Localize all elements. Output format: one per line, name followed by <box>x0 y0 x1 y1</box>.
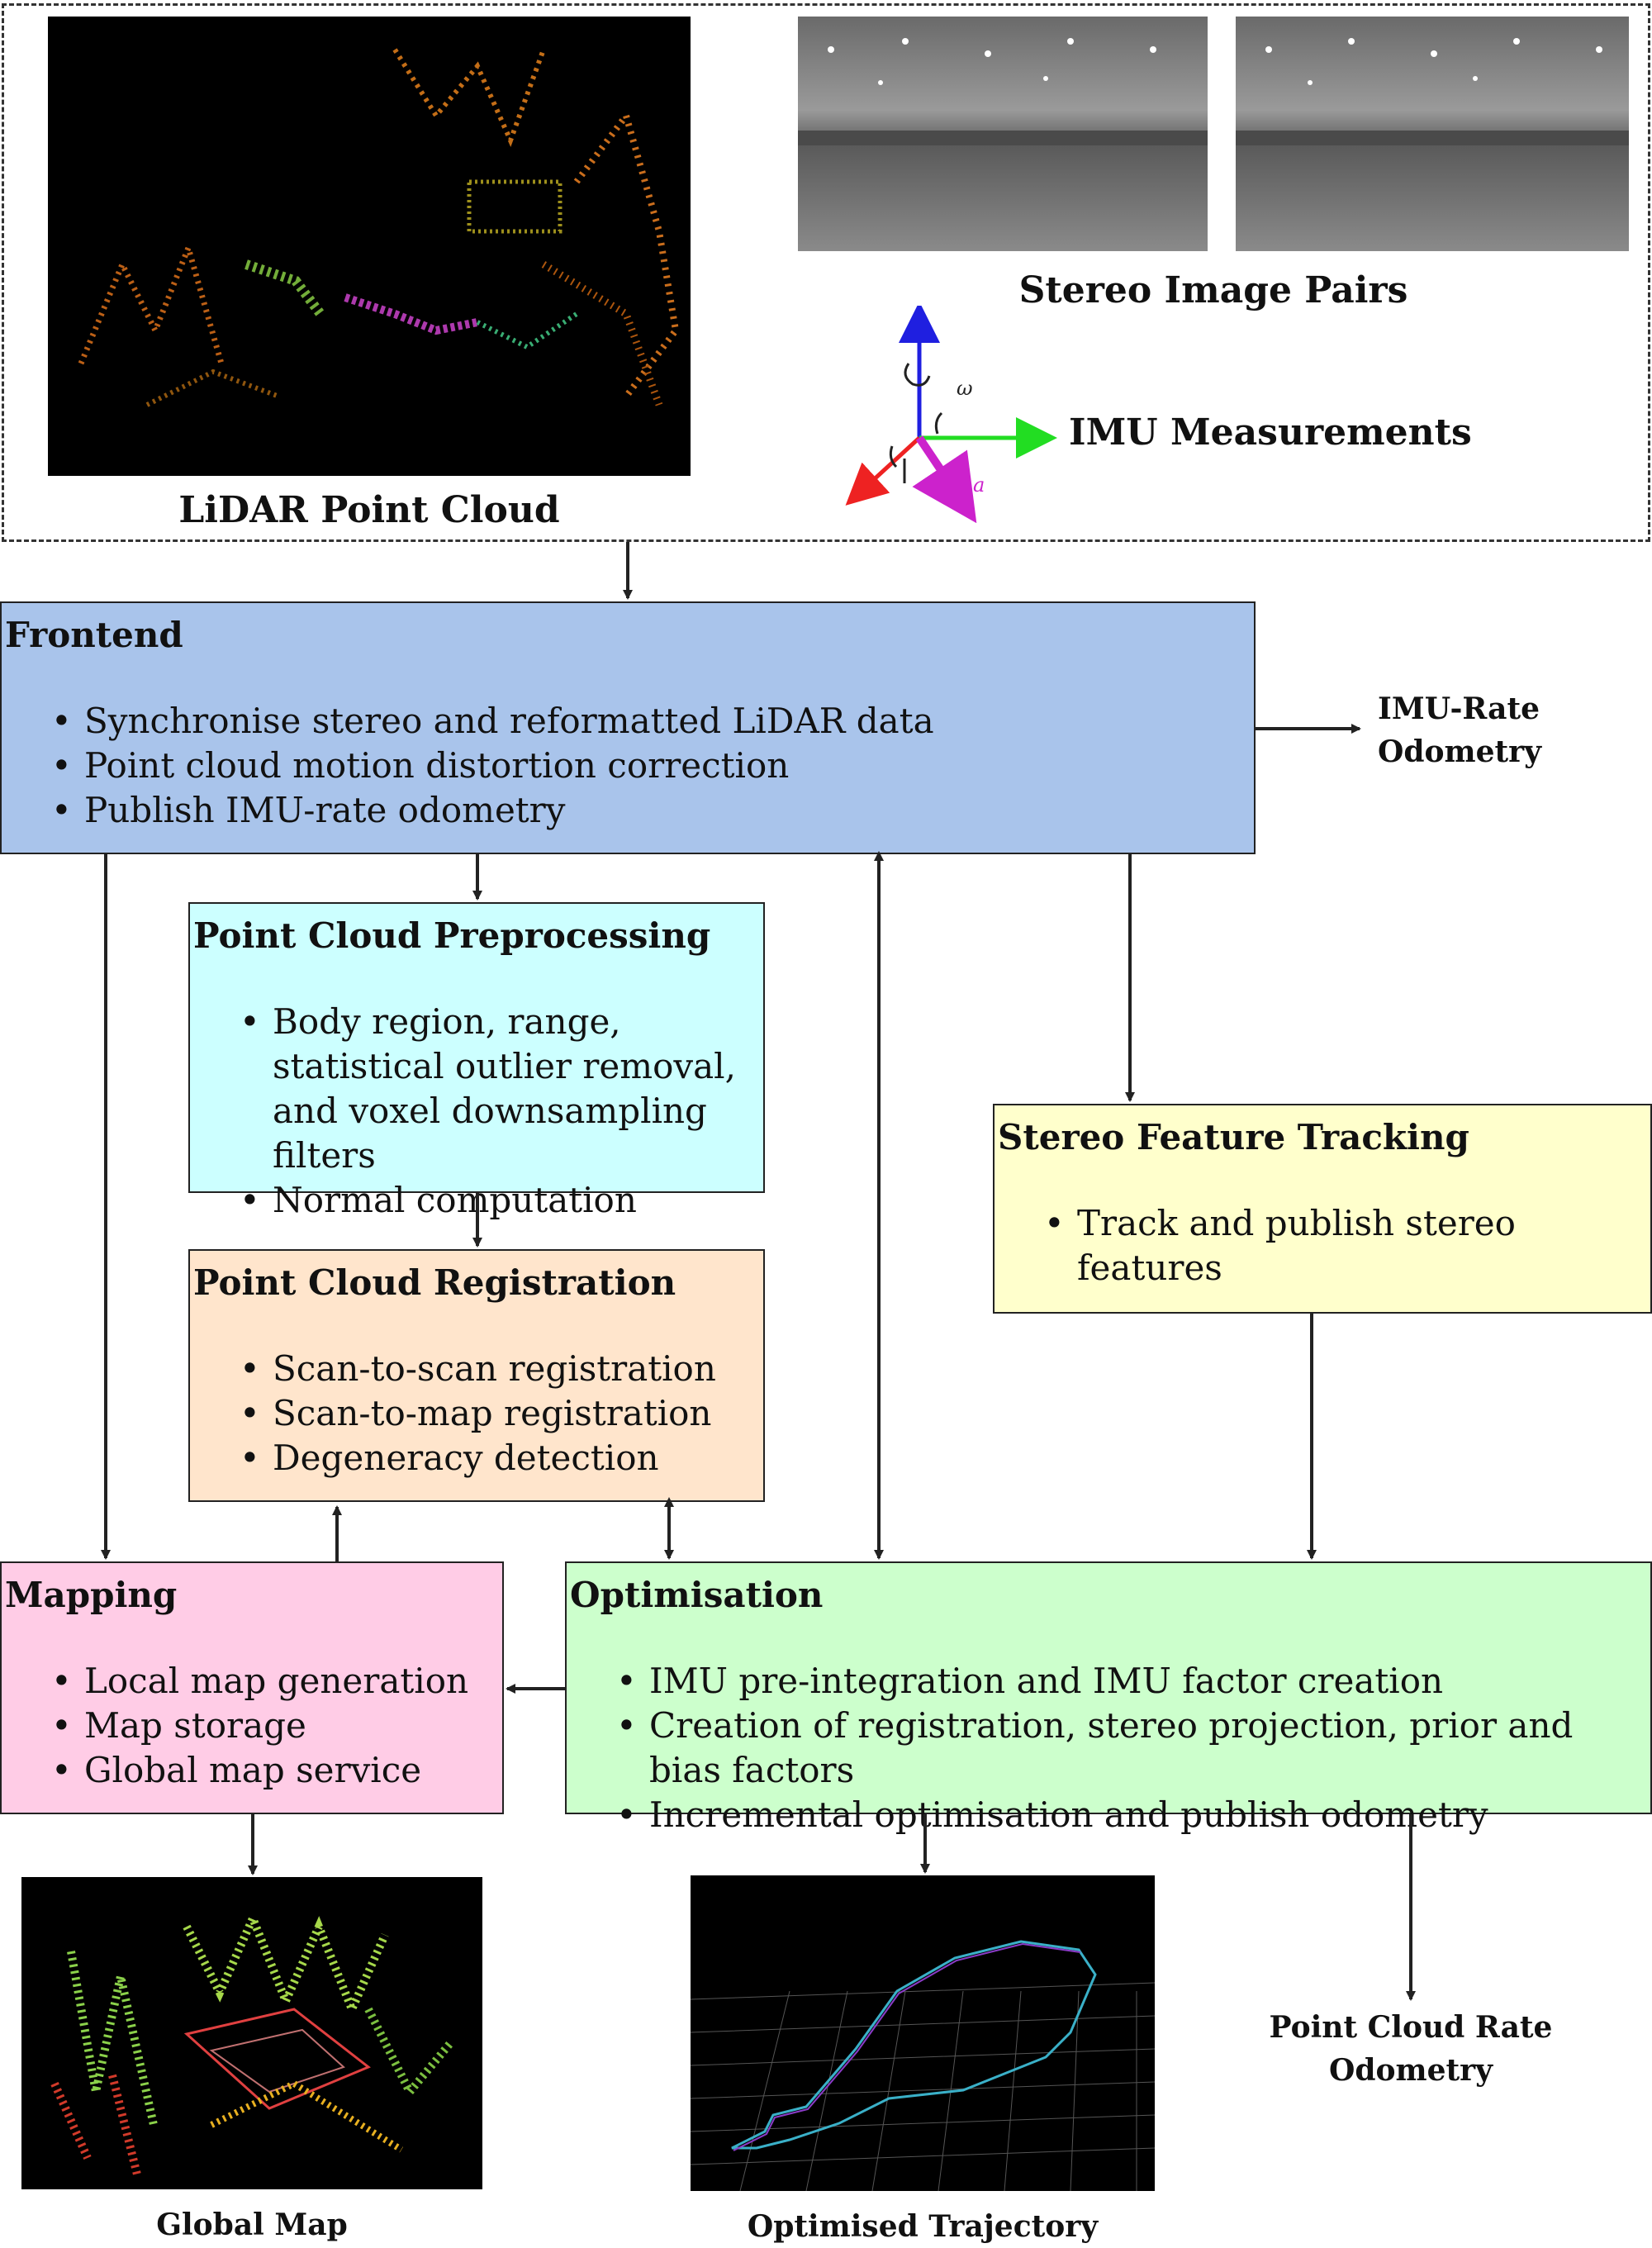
optimised-trajectory-image <box>691 1875 1155 2191</box>
mapping-box: Mapping Local map generation Map storage… <box>0 1561 504 1814</box>
imu-axes-icon: ω a <box>845 306 1057 524</box>
stereo-tracking-list: Track and publish stereo features <box>1039 1201 1650 1290</box>
list-item: Creation of registration, stereo project… <box>611 1704 1650 1793</box>
list-item: Scan-to-scan registration <box>235 1347 716 1391</box>
list-item: IMU pre-integration and IMU factor creat… <box>611 1659 1650 1704</box>
stereo-tracking-title: Stereo Feature Tracking <box>998 1117 1469 1157</box>
global-map-image <box>21 1877 482 2189</box>
stereo-image-right <box>1236 17 1629 251</box>
optimisation-list: IMU pre-integration and IMU factor creat… <box>611 1659 1650 1837</box>
frontend-title: Frontend <box>5 615 183 655</box>
input-sensors-frame <box>2 3 1650 542</box>
optimisation-box: Optimisation IMU pre-integration and IMU… <box>565 1561 1652 1837</box>
stereo-image-left <box>798 17 1208 251</box>
list-item: Degeneracy detection <box>235 1436 716 1480</box>
stereo-caption: Stereo Image Pairs <box>1018 269 1408 311</box>
trajectory-caption: Optimised Trajectory <box>747 2209 1099 2244</box>
mapping-title: Mapping <box>5 1575 178 1615</box>
preprocessing-list: Body region, range, statistical outlier … <box>235 1000 747 1223</box>
registration-list: Scan-to-scan registration Scan-to-map re… <box>235 1347 716 1480</box>
registration-box: Point Cloud Registration Scan-to-scan re… <box>188 1249 765 1502</box>
lidar-point-cloud-image <box>48 17 691 476</box>
imu-rate-line1: IMU-Rate <box>1378 692 1540 726</box>
mapping-list: Local map generation Map storage Global … <box>46 1659 468 1793</box>
imu-omega-label: ω <box>957 377 973 400</box>
pc-rate-line2: Odometry <box>1328 2053 1493 2088</box>
list-item: Scan-to-map registration <box>235 1391 716 1436</box>
optimisation-title: Optimisation <box>570 1575 824 1615</box>
list-item: Global map service <box>46 1748 468 1793</box>
list-item: Publish IMU-rate odometry <box>46 788 934 833</box>
list-item: Synchronise stereo and reformatted LiDAR… <box>46 699 934 744</box>
list-item: Normal computation <box>235 1178 747 1223</box>
imu-rate-odometry-label: IMU-Rate Odometry <box>1378 687 1541 773</box>
imu-rate-line2: Odometry <box>1378 734 1542 769</box>
list-item: Map storage <box>46 1704 468 1748</box>
imu-caption: IMU Measurements <box>1069 411 1472 454</box>
point-cloud-rate-odometry-label: Point Cloud Rate Odometry <box>1246 2006 1576 2092</box>
list-item: Incremental optimisation and publish odo… <box>611 1793 1650 1837</box>
frontend-list: Synchronise stereo and reformatted LiDAR… <box>46 699 934 833</box>
list-item: Local map generation <box>46 1659 468 1704</box>
imu-accel-label: a <box>973 473 985 497</box>
global-map-caption: Global Map <box>156 2208 348 2242</box>
stereo-tracking-box: Stereo Feature Tracking Track and publis… <box>993 1104 1652 1314</box>
list-item: Body region, range, statistical outlier … <box>235 1000 747 1178</box>
preprocessing-box: Point Cloud Preprocessing Body region, r… <box>188 902 765 1223</box>
preprocessing-title: Point Cloud Preprocessing <box>193 915 711 956</box>
lidar-caption: LiDAR Point Cloud <box>178 489 560 531</box>
frontend-box: Frontend Synchronise stereo and reformat… <box>0 601 1256 854</box>
list-item: Track and publish stereo features <box>1039 1201 1650 1290</box>
list-item: Point cloud motion distortion correction <box>46 744 934 788</box>
registration-title: Point Cloud Registration <box>193 1262 676 1303</box>
pc-rate-line1: Point Cloud Rate <box>1269 2010 1553 2045</box>
